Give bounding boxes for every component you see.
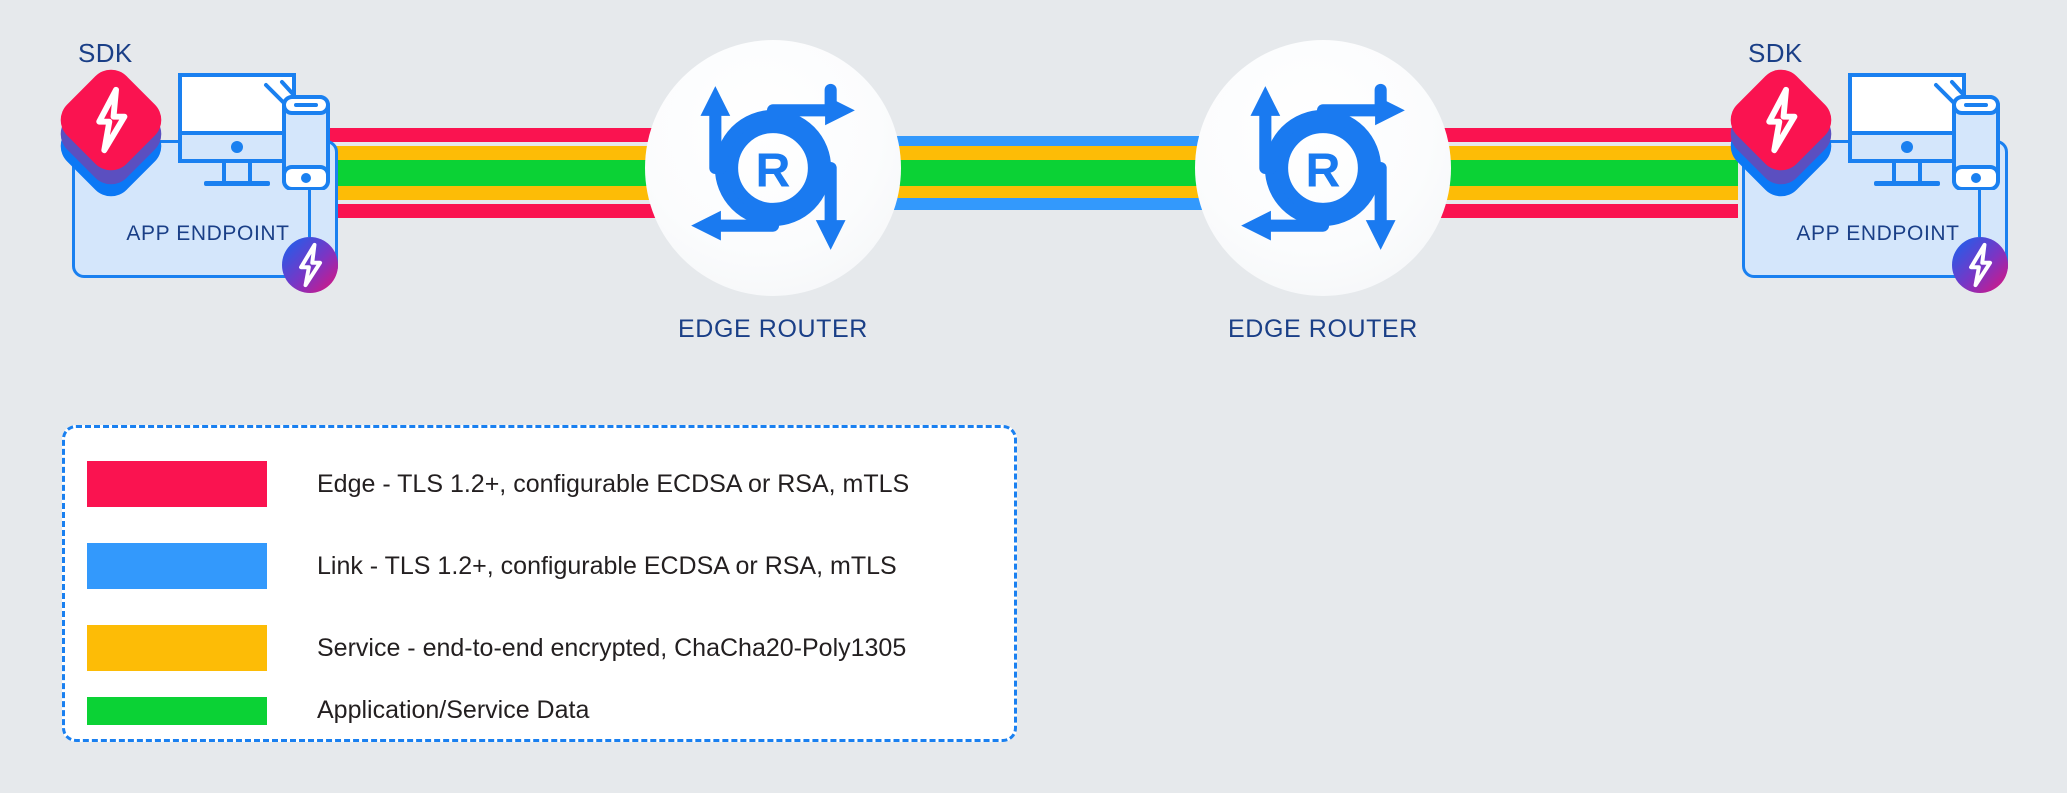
app-endpoint-right-label: APP ENDPOINT (1796, 222, 1960, 245)
endpoint-right-connector-node (1978, 175, 1981, 237)
sdk-stack-icon[interactable] (1721, 60, 1841, 206)
pipe-stripe-edge-top-right (1398, 128, 1738, 142)
ziti-bolt-node-icon[interactable] (1952, 237, 2008, 293)
pipe-stripe-link-bottom-mid (872, 198, 1230, 210)
edge-router-right-label: EDGE ROUTER (1228, 315, 1418, 343)
legend-item: Application/Service Data (87, 696, 589, 725)
endpoint-left-connector-node (308, 175, 311, 237)
pipe-stripe-link-top-mid (872, 136, 1230, 148)
legend-item: Edge - TLS 1.2+, configurable ECDSA or R… (87, 461, 909, 507)
pipe-stripe-service-bottom-mid (830, 186, 1272, 200)
bolt-icon (96, 86, 128, 154)
router-circular-arrows-icon: R (691, 83, 855, 250)
pipe-stripe-service-bottom-left (330, 186, 750, 200)
sdk-stack-icon[interactable] (51, 60, 171, 206)
edge-router-left-circle[interactable] (645, 40, 901, 296)
legend-label-service: Service - end-to-end encrypted, ChaCha20… (317, 633, 907, 662)
pipe-stripe-edge-top-left (330, 128, 705, 142)
legend-label-edge: Edge - TLS 1.2+, configurable ECDSA or R… (317, 469, 910, 498)
desktop-and-phone-icon (1848, 73, 2000, 190)
sdk-label-left: SDK (78, 38, 133, 68)
app-endpoint-left-label: APP ENDPOINT (126, 222, 290, 245)
svg-text:R: R (756, 144, 791, 198)
legend-item: Service - end-to-end encrypted, ChaCha20… (87, 625, 906, 671)
legend-swatch-link (87, 543, 267, 589)
ziti-bolt-node-icon[interactable] (282, 237, 338, 293)
legend-item: Link - TLS 1.2+, configurable ECDSA or R… (87, 543, 897, 589)
edge-router-right-circle[interactable] (1195, 40, 1451, 296)
router-circular-arrows-icon: R (1241, 83, 1405, 250)
legend-panel: Edge - TLS 1.2+, configurable ECDSA or R… (62, 425, 1017, 742)
svg-text:R: R (1306, 144, 1341, 198)
legend-label-data: Application/Service Data (317, 696, 590, 724)
legend-label-link: Link - TLS 1.2+, configurable ECDSA or R… (317, 551, 897, 580)
bolt-icon (1766, 86, 1798, 154)
desktop-and-phone-icon (178, 73, 330, 190)
pipe-stripe-service-top-mid (830, 146, 1272, 160)
sdk-label-right: SDK (1748, 38, 1803, 68)
pipe-stripe-edge-bottom-right (1398, 204, 1738, 218)
pipe-stripe-edge-bottom-left (330, 204, 705, 218)
legend-swatch-edge (87, 461, 267, 507)
bolt-icon (299, 242, 323, 288)
legend-swatch-data (87, 696, 267, 725)
bolt-icon (1969, 242, 1993, 288)
legend-swatch-service (87, 625, 267, 671)
edge-router-left-label: EDGE ROUTER (678, 315, 868, 343)
